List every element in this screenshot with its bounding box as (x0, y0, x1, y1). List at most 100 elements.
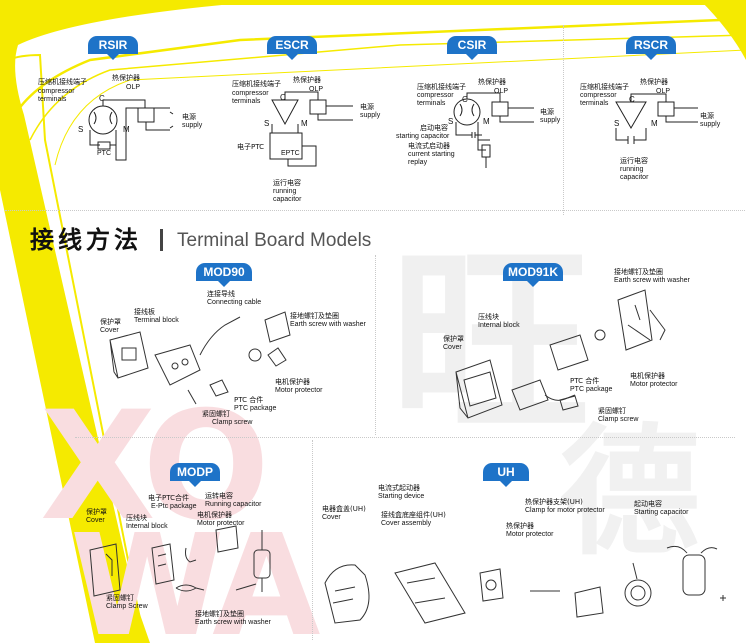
modp-cap-zh: 运转电容 (205, 492, 233, 500)
badge-mod90: MOD90 (196, 263, 252, 287)
rscr-c: C (629, 95, 635, 104)
csir-circuit (453, 92, 534, 168)
badge-csir: CSIR (447, 36, 497, 60)
badge-modp: MODP (170, 463, 220, 487)
mod90-motor-en: Motor protector (275, 387, 323, 394)
uh-protector-zh: 热保护器 (506, 522, 534, 530)
escr-olp-zh: 热保护器 (293, 76, 321, 84)
rscr-supply-en: supply (700, 121, 721, 128)
csir-olp-zh: 热保护器 (478, 78, 506, 86)
badge-escr: ESCR (267, 36, 317, 60)
yellow-swoosh (0, 0, 280, 643)
badge-uh: UH (483, 463, 529, 487)
mod90-ptc-en: PTC package (234, 405, 277, 412)
mod90-block-zh: 接线板 (134, 308, 155, 316)
modp-cap-en: Running capacitor (205, 501, 262, 508)
mod90-ptc-zh: PTC 合件 (234, 396, 264, 404)
csir-start-cap-en: starting capacitor (396, 133, 450, 140)
modp-block-zh: 压线块 (126, 514, 147, 522)
badge-rscr: RSCR (626, 36, 676, 60)
badge-mod91k: MOD91K (503, 263, 563, 287)
mod91k-earth-zh: 接地螺钉及垫圈 (614, 268, 663, 276)
mod91k-block-zh: 压线块 (478, 313, 499, 321)
modp-ptc-zh: 电子PTC合件 (148, 494, 189, 502)
uh-cover-zh: 电器盒盖(UH) (322, 505, 366, 513)
rscr-cap-zh: 运行电容 (620, 157, 648, 165)
rscr-supply-zh: 电源 (700, 112, 714, 120)
uh-assembly-en: Cover assembly (381, 520, 432, 527)
mod90-earth-en: Earth screw with washer (290, 321, 366, 328)
rscr-cap-en: running capacitor (620, 166, 649, 181)
rsir-supply-zh: 电源 (182, 113, 196, 121)
escr-cap-zh: 运行电容 (273, 179, 301, 187)
csir-supply-en: supply (540, 117, 561, 124)
uh-starter-en: Starting device (378, 493, 425, 500)
modp-clamp-en: Clamp Screw (106, 603, 148, 610)
rsir-supply-en: supply (182, 122, 203, 129)
escr-eptc: EPTC (281, 150, 300, 157)
mod91k-earth-en: Earth screw with washer (614, 277, 690, 284)
section-title-en: Terminal Board Models (177, 230, 372, 251)
rscr-compressor-zh: 压缩机接线端子 (580, 83, 629, 91)
uh-starter-zh: 电流式起动器 (378, 484, 420, 492)
mod91k-ptc-zh: PTC 合件 (570, 377, 600, 385)
mod91k-ptc-en: PTC package (570, 386, 613, 393)
mod91k-cover-en: Cover (443, 344, 462, 351)
escr-compressor-en: compressor terminals (232, 90, 269, 105)
rsir-compressor-en: compressor terminals (38, 88, 75, 103)
modp-motor-zh: 电机保护器 (197, 511, 232, 519)
mod90-parts-illustration (109, 311, 291, 405)
uh-protector-en: Motor protector (506, 531, 554, 538)
escr-s: S (264, 119, 270, 128)
csir-s: S (448, 117, 454, 126)
watermark-gray-2: 德 (560, 412, 701, 575)
mod90-cover-zh: 保护罩 (100, 318, 121, 326)
rsir-olp-en: OLP (126, 84, 141, 91)
modp-parts-illustration (89, 525, 271, 597)
mod91k-parts-illustration (455, 289, 666, 419)
escr-eptc-zh: 电子PTC (237, 143, 264, 151)
modp-earth-en: Earth screw with washer (195, 619, 271, 626)
escr-compressor-zh: 压缩机接线端子 (232, 80, 281, 88)
modp-cover-zh: 保护罩 (86, 508, 107, 516)
modp-clamp-zh: 紧固螺钉 (106, 594, 134, 602)
mod90-clamp-en: Clamp screw (212, 419, 253, 426)
escr-olp-en: OLP (309, 86, 324, 93)
mod91k-block-en: Internal block (478, 322, 520, 329)
mod90-motor-zh: 电机保护器 (275, 378, 310, 386)
rscr-olp-zh: 热保护器 (640, 78, 668, 86)
escr-supply-en: supply (360, 112, 381, 119)
uh-assembly-zh: 接线盒底座组件(UH) (381, 511, 446, 519)
uh-parts-illustration (324, 545, 726, 624)
mod90-cable-zh: 连接导线 (207, 290, 235, 298)
rscr-circuit (615, 93, 698, 144)
mod91k-cover-zh: 保护罩 (443, 335, 464, 343)
section-title-zh: 接线方法 (30, 225, 142, 254)
mod90-cover-en: Cover (100, 327, 119, 334)
mod91k-clamp-en: Clamp screw (598, 416, 639, 423)
rscr-olp-en: OLP (656, 88, 671, 95)
rscr-compressor-en: compressor terminals (580, 92, 617, 107)
mod90-cable-en: Connecting cable (207, 299, 262, 306)
escr-cap-en: running capacitor (273, 188, 302, 203)
uh-clamp-zh: 热保护器支架(UH) (525, 498, 583, 506)
rsir-compressor-zh: 压缩机接线端子 (38, 78, 87, 86)
rsir-s: S (78, 125, 84, 134)
mod90-clamp-zh: 紧固螺钉 (202, 410, 230, 418)
rsir-c: C (99, 94, 105, 103)
uh-cover-en: Cover (322, 514, 341, 521)
csir-compressor-en: compressor terminals (417, 92, 454, 107)
modp-ptc-en: E-Ptc package (151, 503, 197, 510)
uh-cap-zh: 起动电容 (634, 500, 662, 508)
badge-rsir: RSIR (88, 36, 138, 60)
uh-cap-en: Starting capacitor (634, 509, 689, 516)
modp-motor-en: Motor protector (197, 520, 245, 527)
csir-relay-zh: 电流式启动器 (408, 142, 450, 150)
escr-m: M (301, 119, 308, 128)
csir-compressor-zh: 压缩机接线端子 (417, 83, 466, 91)
section-title: 接线方法 Terminal Board Models (30, 220, 371, 255)
rscr-m: M (651, 119, 658, 128)
rsir-olp-zh: 热保护器 (112, 74, 140, 82)
mod90-block-en: Terminal block (134, 317, 179, 324)
